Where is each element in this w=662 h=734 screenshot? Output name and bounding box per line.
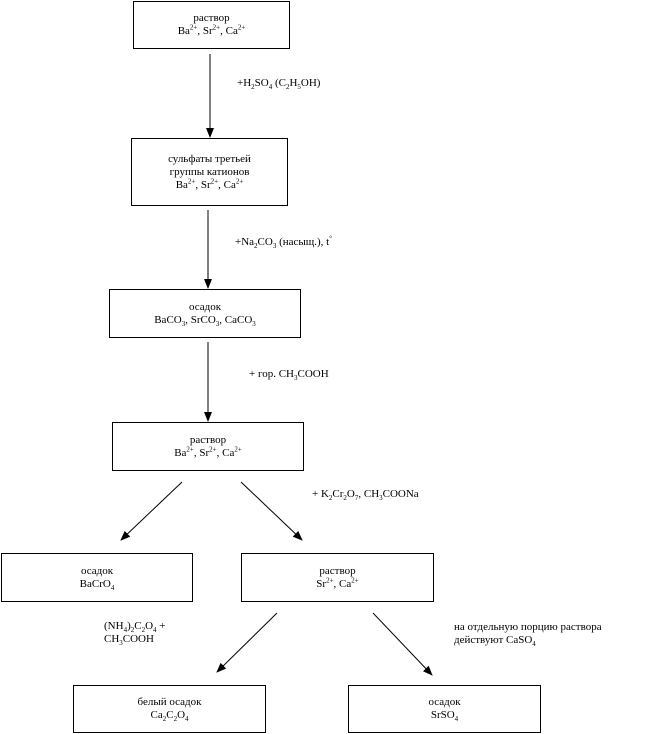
- reagent-sodium-carbonate: +Na2CO3 (насыщ.), t°: [235, 234, 333, 251]
- sulfates-box-line-2: группы катионов: [169, 165, 250, 178]
- sulfates-box-line-3: Ba2+, Sr2+, Ca2+: [175, 176, 244, 191]
- reagent-oxalate-line-2: CH3COOH: [104, 633, 154, 648]
- sr-ca-solution-box-line-1: раствор: [319, 564, 356, 577]
- sr-ca-solution-box-line-2: Sr2+, Ca2+: [316, 575, 359, 590]
- calcium-oxalate-box-line-1: белый осадок: [137, 696, 202, 708]
- reagent-sulfuric-acid-line-1: +H2SO4 (C2H5OH): [237, 77, 321, 92]
- reagent-sodium-carbonate-line-1: +Na2CO3 (насыщ.), t°: [235, 234, 333, 251]
- carbonate-precipitate-box-line-1: осадок: [188, 300, 222, 313]
- reagent-acetic-acid-line-1: + гор. CH3COOH: [249, 368, 329, 383]
- reagent-calcium-sulfate-line-1: на отдельную порцию раствора: [454, 621, 602, 633]
- barium-chromate-box-line-2: BaCrO4: [79, 577, 115, 592]
- arrow-to-calcium-oxalate: [216, 612, 278, 673]
- reagent-acetic-acid: + гор. CH3COOH: [249, 368, 329, 383]
- arrow-to-barium-chromate: [120, 481, 183, 541]
- solution-initial-box-line-1: раствор: [193, 12, 230, 24]
- calcium-oxalate-box-line-2: Ca2C2O4: [150, 709, 189, 724]
- reagent-oxalate: (NH4)2C2O4 +CH3COOH: [104, 620, 166, 648]
- barium-chromate-box-line-1: осадок: [80, 564, 114, 577]
- carbonate-precipitate-box-line-2: BaCO3, SrCO3, CaCO3: [154, 313, 256, 328]
- solution-after-acid-box-line-2: Ba2+, Sr2+, Ca2+: [174, 444, 242, 459]
- sulfates-box-line-1: сульфаты третьей: [168, 152, 251, 165]
- strontium-sulfate-box-line-2: SrSO4: [430, 709, 459, 724]
- reagent-sulfuric-acid: +H2SO4 (C2H5OH): [237, 77, 321, 92]
- reagent-oxalate-line-1: (NH4)2C2O4 +: [104, 620, 166, 635]
- reagent-dichromate: + K2Cr2O7, CH3COONa: [312, 488, 419, 503]
- reagent-calcium-sulfate-line-2: действуют CaSO4: [454, 634, 536, 649]
- solution-after-acid-box-line-1: раствор: [189, 433, 227, 446]
- reagent-dichromate-line-1: + K2Cr2O7, CH3COONa: [312, 488, 419, 503]
- arrow-to-sr-ca-solution: [240, 481, 303, 541]
- strontium-sulfate-box-line-1: осадок: [428, 696, 461, 708]
- arrow-to-strontium-sulfate: [372, 612, 433, 676]
- solution-initial-box-line-2: Ba2+, Sr2+, Ca2+: [177, 23, 246, 37]
